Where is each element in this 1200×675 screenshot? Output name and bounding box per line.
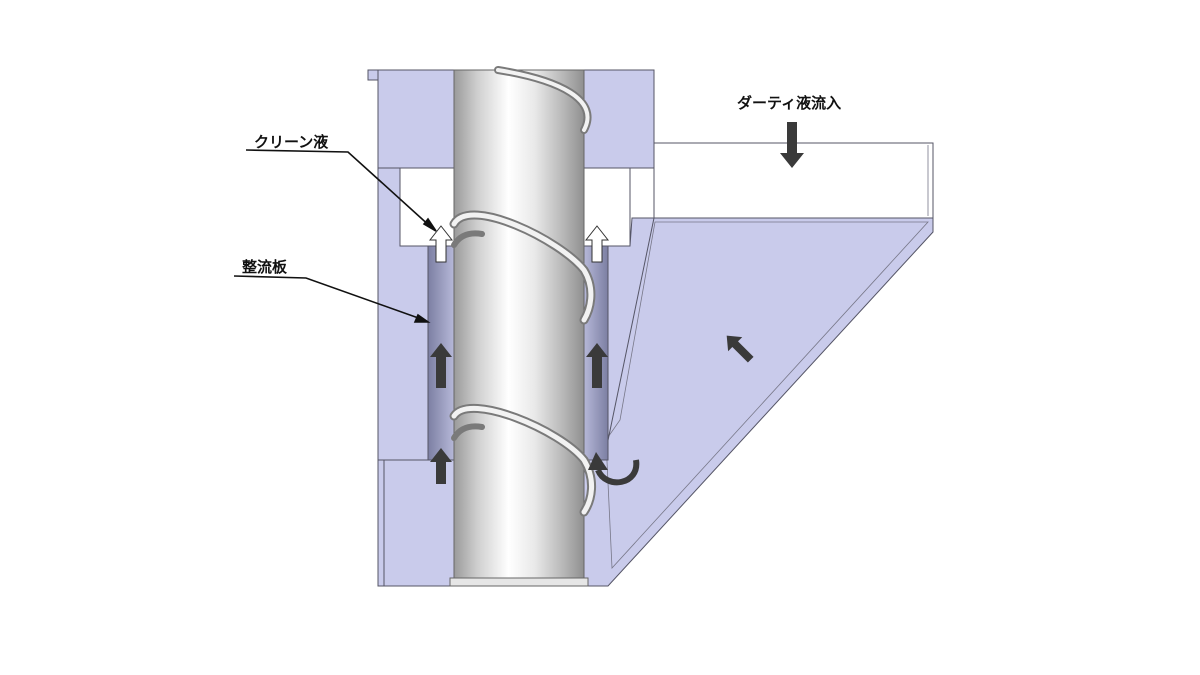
leader-lines bbox=[233, 149, 437, 323]
arrow-up-clean-left bbox=[428, 225, 454, 263]
leader-clean-liquid bbox=[245, 149, 433, 229]
spiral-flight bbox=[449, 66, 596, 517]
spiral-back-1 bbox=[451, 230, 485, 248]
inflow-duct bbox=[653, 142, 934, 219]
leader-clean-liquid-head bbox=[422, 217, 437, 232]
label-clean-liquid: クリーン液 bbox=[254, 133, 329, 151]
label-straightening-plate: 整流板 bbox=[242, 258, 288, 276]
arrow-up-right-1 bbox=[586, 343, 608, 388]
arrow-up-left-1 bbox=[430, 343, 452, 388]
housing bbox=[367, 69, 934, 587]
arrow-curved-head bbox=[588, 452, 608, 470]
chamber-edge-line bbox=[605, 217, 655, 451]
housing-top-tab bbox=[367, 69, 379, 81]
central-pipe bbox=[449, 69, 589, 587]
arrow-down-inflow bbox=[780, 122, 804, 168]
flow-arrows bbox=[428, 122, 804, 486]
spiral-back-2 bbox=[451, 423, 485, 441]
arrow-diagonal-chamber bbox=[726, 335, 754, 363]
label-dirty-inflow: ダーティ液流入 bbox=[737, 94, 841, 112]
pipe-body bbox=[453, 69, 585, 581]
leader-straightening-plate bbox=[233, 275, 425, 321]
arrow-up-clean-right bbox=[584, 225, 610, 263]
chamber-inner-face bbox=[605, 221, 929, 569]
leader-straightening-plate-head bbox=[413, 313, 431, 323]
arrow-up-left-2 bbox=[430, 448, 452, 484]
arrow-curved-entry bbox=[595, 459, 640, 486]
pipe-base-flange bbox=[449, 577, 589, 587]
